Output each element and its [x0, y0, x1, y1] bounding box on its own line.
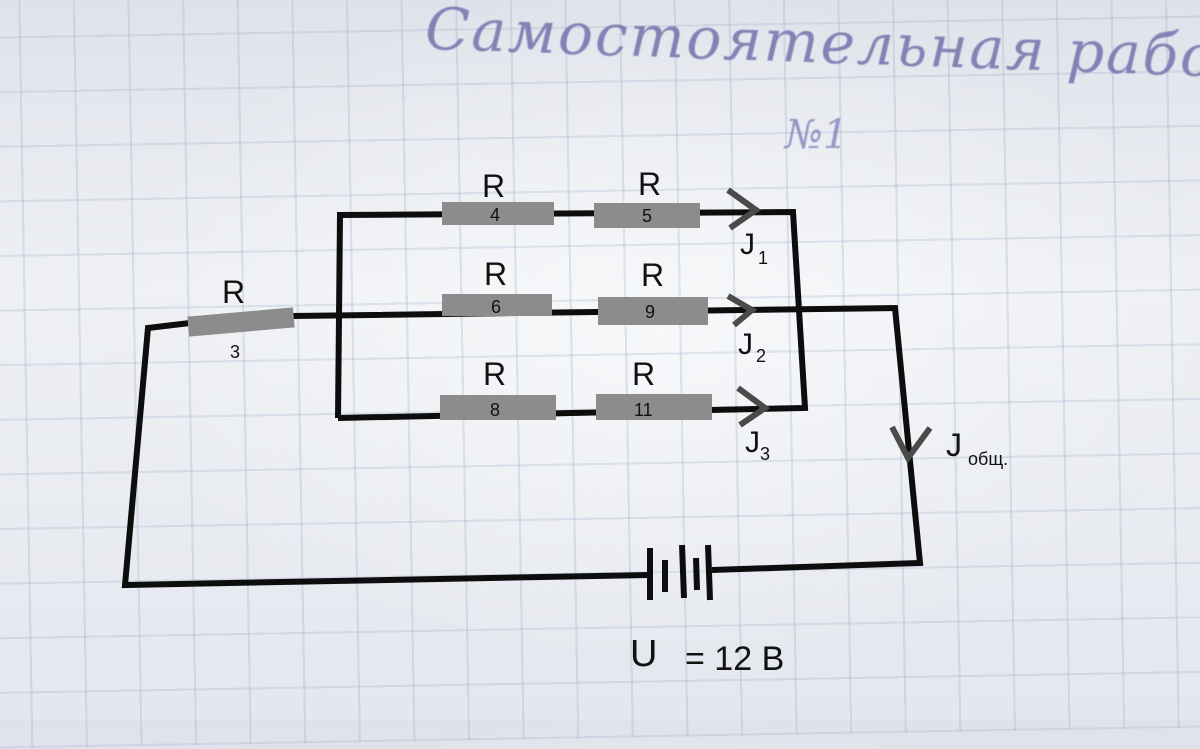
j2-index: 2 — [756, 346, 766, 366]
resistor-r9 — [598, 297, 708, 325]
resistor-r8 — [440, 395, 556, 420]
wire-middle-branch — [292, 304, 924, 573]
arrow-j1-icon — [726, 187, 762, 231]
arrow-j3-icon — [736, 385, 771, 428]
j1-index: 1 — [758, 248, 768, 268]
r9-index: 9 — [645, 302, 655, 322]
r5-letter: R — [638, 166, 661, 202]
r11-letter: R — [632, 356, 655, 392]
r11-index: 11 — [634, 400, 653, 420]
jtotal-letter: J — [946, 427, 962, 463]
circuit-diagram: R 3 R 4 R 5 R 6 R 9 R 8 R 11 J 1 J 2 J 3… — [121, 166, 1008, 678]
j1-letter: J — [740, 228, 755, 261]
j3-letter: J — [745, 426, 760, 459]
arrow-jtotal-icon — [889, 425, 933, 464]
r3-index: 3 — [230, 342, 240, 362]
r5-index: 5 — [642, 206, 652, 226]
battery-icon — [647, 544, 713, 601]
r8-index: 8 — [490, 400, 500, 420]
handwritten-number: №1 — [785, 112, 849, 158]
voltage-symbol: U — [630, 633, 657, 675]
resistor-r6 — [442, 294, 552, 316]
voltage-value: = 12 В — [685, 640, 784, 678]
r8-letter: R — [483, 356, 506, 392]
r4-index: 4 — [490, 205, 500, 225]
r3-letter: R — [222, 274, 245, 310]
resistor-r4 — [442, 202, 554, 225]
arrow-j2-icon — [726, 293, 758, 328]
wire-return — [121, 320, 649, 589]
j2-letter: J — [738, 328, 753, 361]
r6-letter: R — [484, 256, 507, 292]
jtotal-index: общ. — [968, 449, 1008, 469]
resistor-r5 — [594, 203, 700, 228]
resistor-r11 — [596, 394, 712, 420]
r6-index: 6 — [491, 297, 501, 317]
r9-letter: R — [641, 257, 664, 293]
j3-index: 3 — [760, 444, 770, 464]
resistor-r3 — [187, 307, 295, 337]
r4-letter: R — [482, 168, 505, 204]
